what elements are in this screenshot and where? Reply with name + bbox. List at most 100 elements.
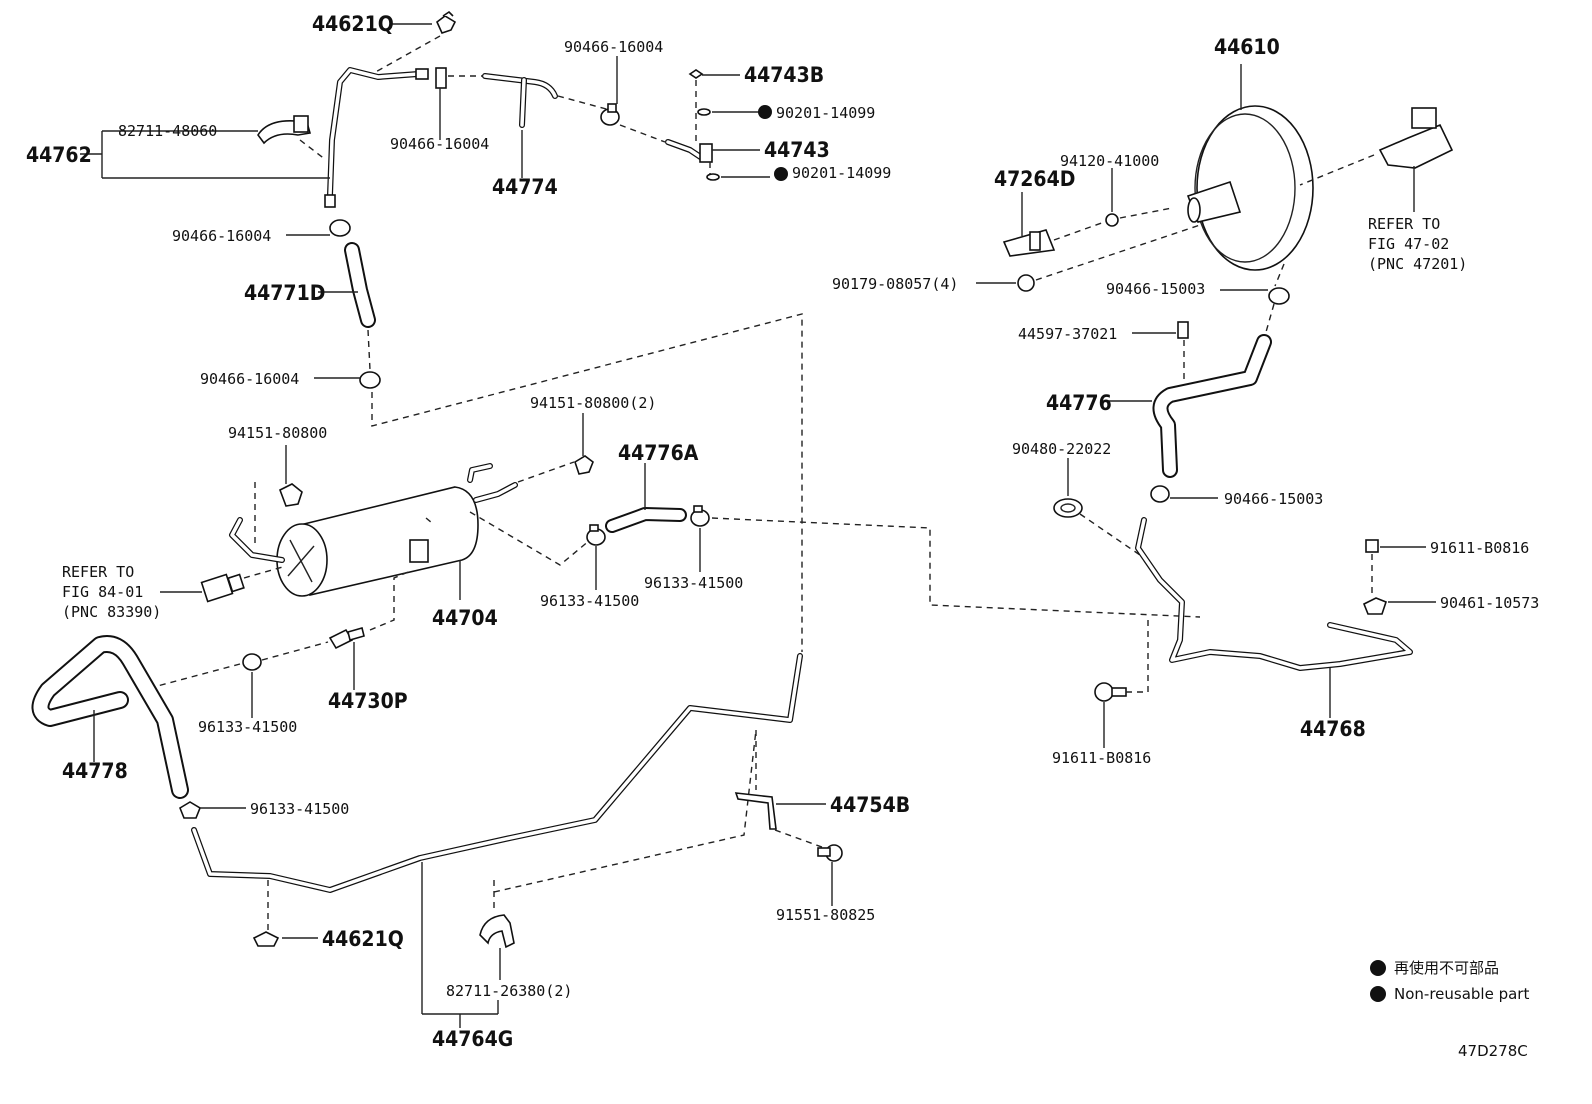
grommet-94151-80800[interactable] (278, 483, 303, 507)
label-refer84-line2: FIG 84-01 (62, 583, 143, 601)
label-90466-16004-b: 90466-16004 (390, 135, 489, 153)
label-90466-15003-b: 90466-15003 (1224, 490, 1323, 508)
legend-dot-en (1370, 986, 1386, 1002)
label-44771d: 44771D (244, 281, 325, 305)
label-44621q-bottom: 44621Q (322, 927, 404, 951)
label-44730p: 44730P (328, 689, 408, 713)
clip-90461-10573[interactable] (1362, 597, 1387, 615)
bolt-91551-80825[interactable] (817, 844, 843, 862)
hose-44778[interactable] (31, 635, 189, 799)
valve-44730p[interactable] (328, 627, 365, 650)
booster-group (976, 64, 1454, 748)
non-reusable-mark-a (758, 105, 772, 119)
label-44743b: 44743B (744, 63, 824, 87)
clamp-90466-16004-a[interactable] (600, 103, 620, 126)
labels: 44621Q 90466-16004 44743B 90201-14099 82… (26, 12, 1539, 1051)
label-44776a: 44776A (618, 441, 699, 465)
label-91611-b0816-a: 91611-B0816 (1430, 539, 1529, 557)
label-90480-22022: 90480-22022 (1012, 440, 1111, 458)
nut-90179-08057[interactable] (1017, 274, 1035, 292)
clip-44621q-bottom[interactable] (252, 931, 280, 947)
valve-44743[interactable] (665, 139, 713, 163)
clamp-96133-41500-d[interactable] (179, 801, 201, 819)
bottom-pipe-group (31, 635, 843, 1028)
bolt-91611-b0816-a[interactable] (1365, 539, 1379, 553)
pipe-44764g[interactable] (191, 653, 803, 893)
label-44768: 44768 (1300, 717, 1366, 741)
label-44776: 44776 (1046, 391, 1112, 415)
label-90466-16004-c: 90466-16004 (172, 227, 271, 245)
label-96133-41500-a: 96133-41500 (540, 592, 639, 610)
clamp-82711-26380[interactable] (479, 914, 515, 949)
master-cylinder[interactable] (1378, 107, 1454, 169)
label-91611-b0816-b: 91611-B0816 (1052, 749, 1151, 767)
gasket-90201-14099-a[interactable] (697, 108, 711, 116)
legend-jp: 再使用不可部品 (1394, 959, 1499, 977)
hose-44762[interactable] (324, 67, 429, 208)
part-44743b[interactable] (688, 69, 704, 79)
label-refer47-line1: REFER TO (1368, 215, 1440, 233)
label-96133-41500-c: 96133-41500 (198, 718, 297, 736)
label-44762: 44762 (26, 143, 92, 167)
label-refer84-line1: REFER TO (62, 563, 134, 581)
label-44774: 44774 (492, 175, 558, 199)
hose-44771d[interactable] (344, 242, 376, 328)
bolt-91611-b0816-b[interactable] (1094, 682, 1127, 702)
pipe-44768[interactable] (1135, 517, 1413, 671)
legend-en: Non-reusable part (1394, 985, 1529, 1003)
clamp-90466-16004-d[interactable] (359, 371, 381, 389)
hose-44776a[interactable] (605, 507, 687, 533)
label-94120-41000: 94120-41000 (1060, 152, 1159, 170)
label-96133-41500-b: 96133-41500 (644, 574, 743, 592)
canister-group (149, 413, 1201, 718)
grommet-94151-80800-2[interactable] (574, 455, 594, 475)
clevis-47264d[interactable] (1002, 229, 1056, 257)
label-90466-16004-a: 90466-16004 (564, 38, 663, 56)
label-94151-80800-2: 94151-80800(2) (530, 394, 656, 412)
label-82711-26380-2: 82711-26380(2) (446, 982, 572, 1000)
label-refer84-line3: (PNC 83390) (62, 603, 161, 621)
legend: 再使用不可部品 Non-reusable part 47D278C (1370, 959, 1529, 1060)
label-90179-08057-4: 90179-08057(4) (832, 275, 958, 293)
vsv-valve-left[interactable] (200, 573, 245, 603)
label-90466-16004-d: 90466-16004 (200, 370, 299, 388)
clamp-96133-41500-c[interactable] (242, 653, 262, 671)
grommet-90480-22022[interactable] (1053, 498, 1083, 518)
nut-94120-41000[interactable] (1105, 213, 1119, 227)
label-90201-14099-a: 90201-14099 (776, 104, 875, 122)
clamp-90466-15003-a[interactable] (1268, 287, 1290, 305)
label-44597-37021: 44597-37021 (1018, 325, 1117, 343)
diagram-code: 47D278C (1458, 1042, 1528, 1060)
label-44704: 44704 (432, 606, 498, 630)
canister-44704[interactable] (229, 463, 518, 597)
clip-44621q-top[interactable] (436, 10, 457, 34)
hose-44774[interactable] (482, 73, 558, 128)
label-91551-80825: 91551-80825 (776, 906, 875, 924)
label-94151-80800: 94151-80800 (228, 424, 327, 442)
label-44621q-top: 44621Q (312, 12, 394, 36)
label-44754b: 44754B (830, 793, 910, 817)
label-82711-48060: 82711-48060 (118, 122, 217, 140)
connector-small-top[interactable] (435, 67, 447, 89)
clamp-96133-41500-a[interactable] (586, 524, 606, 546)
clamp-96133-41500-b[interactable] (690, 505, 710, 527)
label-44743: 44743 (764, 138, 830, 162)
label-96133-41500-d: 96133-41500 (250, 800, 349, 818)
label-refer47-line2: FIG 47-02 (1368, 235, 1449, 253)
upper-left-hose-group (80, 10, 803, 652)
label-44610: 44610 (1214, 35, 1280, 59)
check-valve-44597-37021[interactable] (1177, 321, 1189, 339)
label-44778: 44778 (62, 759, 128, 783)
bracket-44754b[interactable] (734, 792, 777, 830)
label-47264d: 47264D (994, 167, 1075, 191)
non-reusable-mark-b (774, 167, 788, 181)
gasket-90201-14099-b[interactable] (706, 173, 720, 181)
label-44764g: 44764G (432, 1027, 513, 1051)
hose-44776[interactable] (1152, 334, 1272, 478)
clamp-90466-15003-b[interactable] (1150, 485, 1170, 503)
clamp-90466-16004-c[interactable] (329, 219, 351, 237)
label-90461-10573: 90461-10573 (1440, 594, 1539, 612)
clamp-82711-48060[interactable] (257, 115, 312, 145)
brake-booster-44610[interactable] (1186, 105, 1314, 271)
